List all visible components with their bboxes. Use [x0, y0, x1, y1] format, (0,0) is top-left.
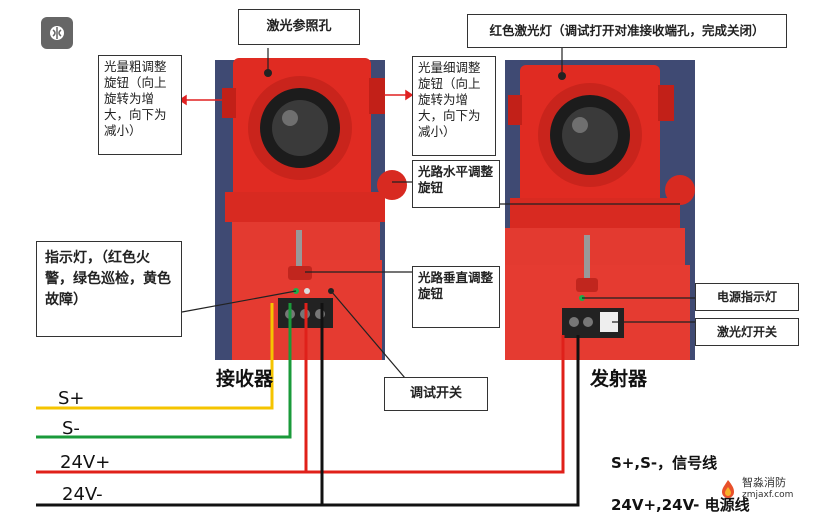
callout-power-indicator: 电源指示灯 — [695, 283, 799, 311]
app-menu-icon[interactable] — [41, 17, 73, 49]
receiver-device — [222, 58, 407, 360]
callout-coarse-light-knob: 光量粗调整旋钮（向上旋转为增大，向下为减小） — [98, 55, 182, 155]
brand-url: zmjaxf.com — [742, 490, 794, 500]
red-arrows — [178, 89, 414, 106]
legend-signal-line: S+,S-，信号线 — [611, 454, 718, 472]
transmitter-label: 发射器 — [590, 368, 648, 390]
callout-debug-switch: 调试开关 — [384, 377, 488, 411]
brand-name: 智淼消防 — [742, 476, 786, 489]
transmitter-device — [505, 65, 695, 360]
callout-arrows — [181, 48, 695, 379]
wire-label-s-plus: S+ — [58, 388, 85, 409]
callout-red-laser-light: 红色激光灯（调试打开对准接收端孔，完成关闭） — [467, 14, 787, 48]
wire-label-24v-plus: 24V+ — [60, 452, 111, 473]
callout-laser-switch: 激光灯开关 — [695, 318, 799, 346]
callout-vertical-knob: 光路垂直调整旋钮 — [412, 266, 500, 328]
callout-fine-light-knob: 光量细调整旋钮（向上旋转为增大，向下为减小） — [412, 56, 496, 156]
legend-power-line: 24V+,24V- 电源线 — [611, 496, 750, 514]
brand-watermark: 智淼消防 zmjaxf.com — [718, 477, 793, 501]
wiring — [36, 303, 580, 507]
wire-label-s-minus: S- — [62, 418, 80, 439]
callout-horizontal-knob: 光路水平调整旋钮 — [412, 160, 500, 208]
callout-laser-reference-hole: 激光参照孔 — [238, 9, 360, 45]
brand-logo-icon — [722, 480, 734, 498]
callout-indicator-light: 指示灯，（红色火警，绿色巡检，黄色故障） — [36, 241, 182, 337]
receiver-label: 接收器 — [216, 368, 274, 390]
wire-label-24v-minus: 24V- — [62, 484, 103, 505]
